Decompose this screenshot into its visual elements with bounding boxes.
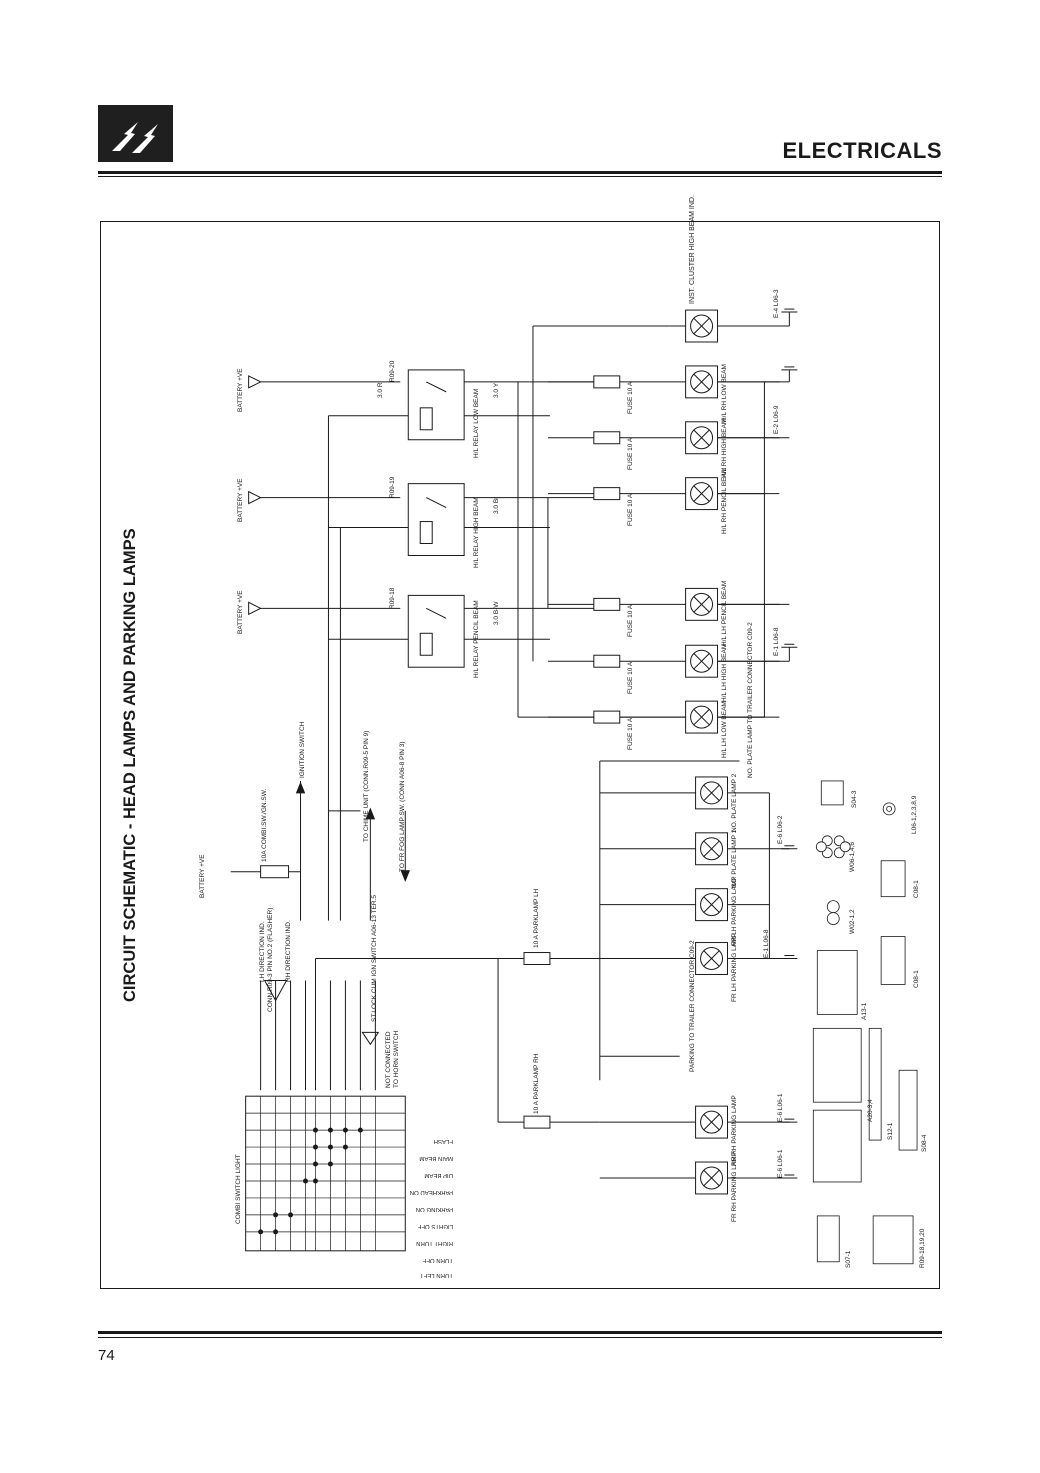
combi-row-lights-off: LIGHTS OFF <box>417 1223 453 1229</box>
relay-high-beam-label: H/L RELAY HIGH BEAM <box>473 497 480 568</box>
header-rule-thin <box>98 176 942 177</box>
fuse-label-rh-pencil: FUSE 10 A <box>627 493 634 526</box>
combi-row-main-beam: MAIN BEAM <box>419 1155 453 1161</box>
connector-label-s04-3: S04-3 <box>851 790 858 808</box>
ground-label-lh: E-1 L06-8 <box>773 627 780 656</box>
battery-label-ign: BATTERY +VE <box>199 854 206 898</box>
combi-row-flash: FLASH <box>433 1138 453 1144</box>
horn-switch-label: TO HORN SWITCH <box>393 1030 400 1088</box>
lightning-bolts-icon <box>98 105 173 162</box>
relay-low-beam-id: R09-20 <box>389 360 396 382</box>
relay-pencil-beam-id: R09-18 <box>389 587 396 609</box>
header-rule <box>98 171 942 174</box>
trailer-connector-label-2: PARKING TO TRAILER CONNECTOR C09-2 <box>689 940 696 1072</box>
combi-row-right-turn: RIGHT TURN <box>416 1240 453 1246</box>
ground-label-plate: E-6 L06-2 <box>777 815 784 844</box>
st-lock-label: ST.LOCK CUM IGN SWITCH A06-13 TER.5 <box>371 894 378 1022</box>
flasher-label: CONN.R09-3 PIN NO.2 (FLASHER) <box>267 907 274 1012</box>
battery-label-low: BATTERY +VE <box>237 368 244 412</box>
connector-label-r09: R09-18,19,20 <box>919 1228 926 1268</box>
lamp-label-plate-2: NO. PLATE LAMP 2 <box>731 773 738 832</box>
connector-label-w06: W06-1,4,6 <box>849 842 856 872</box>
parklamp-lh-label: 10 A PARKLAMP LH <box>533 888 540 948</box>
ground-label-rh: E-2 L06-9 <box>773 405 780 434</box>
lamp-label-rh-low: H/L RH LOW BEAM <box>721 364 728 422</box>
diagram-frame: CIRCUIT SCHEMATIC - HEAD LAMPS AND PARKI… <box>100 195 940 1289</box>
rh-direction-label: RH DIRECTION IND. <box>285 920 292 982</box>
ground-label-cluster: E-4 L06-3 <box>773 289 780 318</box>
lh-direction-label: LH DIRECTION IND. <box>259 921 266 982</box>
combi-row-parking-on: PARKING ON <box>415 1206 453 1212</box>
lamp-label-lh-low: H/L LH LOW BEAM <box>721 701 728 758</box>
page-number: 74 <box>98 1347 115 1364</box>
connector-label-a13-1: A13-1 <box>861 1002 868 1020</box>
page-header-title: ELECTRICALS <box>782 138 942 163</box>
fuse-label-rh-high: FUSE 10 A <box>627 437 634 470</box>
footer-rule-thin <box>98 1337 942 1338</box>
connector-label-l06: L06-1,2,3,8,9 <box>911 795 918 834</box>
relay-high-beam-id: R09-19 <box>389 476 396 498</box>
battery-label-pencil: BATTERY +VE <box>237 590 244 634</box>
ground-label-fr-lh: E-1 L06-8 <box>763 929 770 958</box>
chime-unit-label: TO CHIME UNIT (CONN.R09-5 PIN 9) <box>363 730 370 842</box>
parklamp-rh-label: 10 A PARKLAMP RH <box>533 1053 540 1114</box>
lamp-label-fr-rh-parking: FR RH PARKING LAMP <box>731 1152 738 1222</box>
connector-label-s07-1: S07-1 <box>845 1250 852 1268</box>
trailer-connector-label-1: NO. PLATE LAMP TO TRAILER CONNECTOR C09-… <box>747 622 754 778</box>
fuse-label-lh-pencil: FUSE 10 A <box>627 604 634 637</box>
fuse-label-lh-low: FUSE 10 A <box>627 717 634 750</box>
combi-row-parkhead-on: PARKHEAD ON <box>409 1189 453 1195</box>
lamp-label-lh-pencil: H/L LH PENCIL BEAM <box>721 580 728 646</box>
connector-label-c08-1-top: C08-1 <box>913 880 920 898</box>
connector-label-w02: W02-1,2 <box>849 909 856 934</box>
lamp-label-rh-pencil: H/L RH PENCIL BEAM <box>721 467 728 534</box>
not-connected-label: NOT CONNECTED <box>385 1031 392 1088</box>
relay-low-out-wire: 3.0 Y <box>493 382 500 398</box>
ground-label-fr-rh: E-6 L06-1 <box>777 1149 784 1178</box>
connector-label-s12-1: S12-1 <box>887 1122 894 1140</box>
connector-label-s08-4: S08-4 <box>921 1134 928 1152</box>
relay-low-in-wire: 3.0 R <box>377 382 384 398</box>
footer-rule <box>98 1331 942 1334</box>
lamp-label-fr-lh-parking: FR LH PARKING LAMP <box>731 933 738 1002</box>
combi-row-turn-off: TURN OFF <box>422 1257 453 1263</box>
ignition-switch-label: IGNITION SWITCH <box>299 721 306 778</box>
relay-low-beam-label: H/L RELAY LOW BEAM <box>473 388 480 458</box>
relay-pencil-out-wire: 3.0 B-W <box>493 601 500 625</box>
combi-row-dip-beam: DIP BEAM <box>424 1172 453 1178</box>
lamp-label-cluster: INST. CLUSTER HIGH BEAM IND. <box>689 195 696 304</box>
fuse-label-lh-high: FUSE 10 A <box>627 661 634 694</box>
connector-label-c08-1: C08-1 <box>913 970 920 988</box>
fuse-label-rh-low: FUSE 10 A <box>627 381 634 414</box>
combi-row-turn-left: TURN LEFT <box>420 1272 453 1278</box>
diagram-title: CIRCUIT SCHEMATIC - HEAD LAMPS AND PARKI… <box>121 528 139 1002</box>
combi-switch-title: COMBI SWITCH LIGHT <box>235 1154 242 1224</box>
fog-lamp-label: TO FR FOG LAMP SW. (CONN A06-8 PIN 3) <box>399 741 406 872</box>
combi-fuse-label: 10A COMBI.SW./GN.SW. <box>261 788 268 862</box>
ground-label-rr-rh: E-6 L06-1 <box>777 1093 784 1122</box>
relay-pencil-beam-label: H/L RELAY PENCIL BEAM <box>473 600 480 678</box>
lamp-label-lh-high: H/L LH HIGH BEAM <box>721 643 728 702</box>
circuit-schematic <box>230 308 918 1265</box>
connector-label-a20: A20-3,4 <box>867 1099 874 1122</box>
relay-high-out-wire: 3.0 Br <box>493 496 500 514</box>
battery-label-high: BATTERY +VE <box>237 478 244 522</box>
